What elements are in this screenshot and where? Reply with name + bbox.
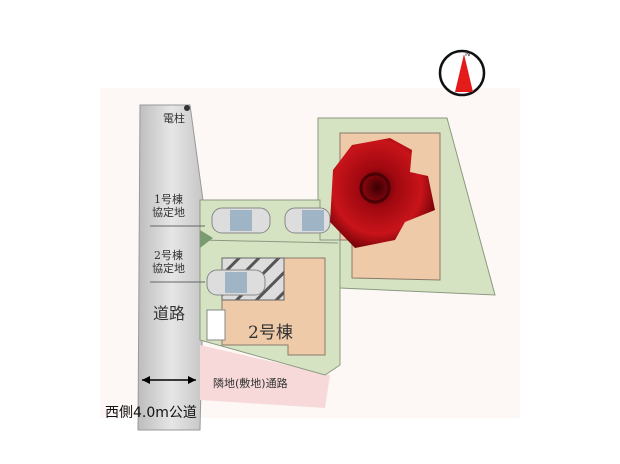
neighbor-path-area — [200, 345, 330, 408]
label-line: 2号棟 — [154, 249, 183, 262]
car — [206, 269, 266, 296]
label-line: 協定地 — [152, 262, 185, 275]
lot2-agreement-label: 2号棟協定地 — [152, 249, 185, 275]
arrowhead — [188, 376, 196, 384]
label-line: 1号棟 — [154, 193, 183, 206]
label-line: 協定地 — [152, 206, 185, 219]
road-label: 道路 — [153, 304, 186, 323]
rose-center — [359, 172, 391, 204]
entrance-marker — [200, 230, 213, 248]
rose-image — [330, 138, 435, 248]
lot1-agreement-label: 1号棟協定地 — [152, 193, 185, 219]
utility-pole-icon — [184, 105, 190, 111]
public-road-label: 西側4.0m公道 — [105, 405, 197, 421]
building2-label: 2号棟 — [248, 323, 293, 343]
entry-grid — [206, 309, 226, 341]
neighbor-path-label: 隣地(敷地)通路 — [213, 377, 288, 390]
lot-divider — [199, 239, 339, 244]
car — [211, 207, 271, 234]
compass-n-label: N — [465, 50, 471, 58]
car — [284, 207, 331, 234]
utility-pole-label: 電柱 — [163, 112, 185, 125]
compass-needle — [455, 54, 473, 92]
arrowhead — [142, 376, 150, 384]
